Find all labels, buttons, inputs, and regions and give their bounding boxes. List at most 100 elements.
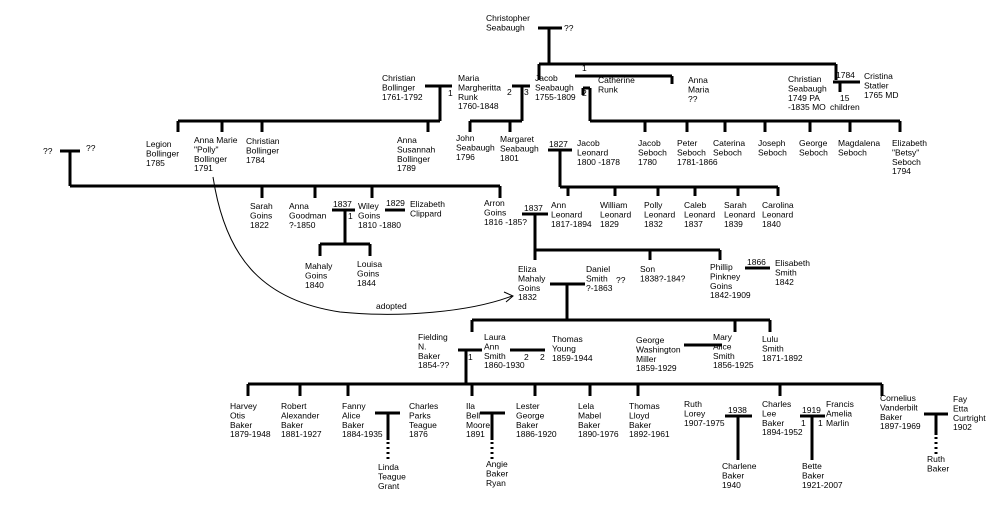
person-label-line: Bollinger [397,154,430,164]
person-label-line: Seabaugh [500,143,539,153]
person-label-line: 1800 -1878 [577,157,620,167]
person-label-line: 1780 [638,157,657,167]
person-label-line: Seboch [799,147,828,157]
person-label-line: Polly [644,200,663,210]
person-label-line: 1844 [357,278,376,288]
person-label-line: ?? [688,94,698,104]
person-label-line: Teague [409,420,437,430]
person-label-line: Smith [586,273,608,283]
person-label-line: Curtright [953,413,986,423]
person-label-line: 1837 [684,219,703,229]
person-label-line: Teague [378,471,406,481]
person-label-line: 1871-1892 [762,353,803,363]
person-label-line: Pinkney [710,271,741,281]
person-label-line: Francis [826,399,854,409]
person-label-line: Goins [358,210,380,220]
person-label-line: Vanderbilt [880,402,918,412]
person-label-line: Ryan [486,478,506,488]
person-label-line: Thomas [629,401,660,411]
person-label-line: Lester [516,401,540,411]
person-label-line: Christopher [486,13,530,23]
person-label-line: George [516,410,545,420]
person-label-line: Charlene [722,461,757,471]
person-label-line: 1791 [194,163,213,173]
person-label-line: Bollinger [382,82,415,92]
person-label-line: 1886-1920 [516,429,557,439]
children-count-label: 15 [840,93,850,103]
person-label-line: Jacob [577,138,600,148]
person-label-line: Wiley [358,201,380,211]
person-label-line: Mahaly [518,273,546,283]
person-label-line: 1816 -185? [484,217,527,227]
person-label-line: ?? [616,275,626,285]
person-label-line: Etta [953,403,968,413]
person-label-line: 1859-1944 [552,353,593,363]
person-label-line: Bollinger [146,148,179,158]
person-daniel-spouse: ?? [616,275,626,285]
person-label-line: Caterina [713,138,745,148]
person-label-line: Ruth [684,399,702,409]
person-label-line: Laura [484,332,506,342]
person-label-line: Goins [484,207,506,217]
person-label-line: Baker [802,470,824,480]
marriage-year-label: 1837 [524,203,543,213]
person-label-line: Anna Marie [194,135,238,145]
person-label-line: Fielding [418,332,448,342]
person-label-line: Christian [246,136,280,146]
person-label-line: Parks [409,410,431,420]
person-label-line: Caleb [684,200,706,210]
person-label-line: Lela [578,401,594,411]
person-label-line: Charles [409,401,438,411]
person-label-line: Goins [250,210,272,220]
person-label-line: Lee [762,408,776,418]
person-label-line: 1765 MD [864,90,899,100]
person-label-line: Runk [598,84,619,94]
marriage-order-label: 1 [818,418,823,428]
person-label-line: Angie [486,459,508,469]
person-label-line: Seboch [758,147,787,157]
person-label-line: Leonard [644,209,675,219]
person-label-line: Ila [466,401,475,411]
person-label-line: Margheritta [458,82,501,92]
person-label-line: Smith [484,351,506,361]
person-label-line: Margaret [500,134,535,144]
marriage-order-label: 2 [507,87,512,97]
person-label-line: Harvey [230,401,258,411]
connector-lines [60,26,948,462]
person-label-line: Lulu [762,334,778,344]
person-label-line: -1835 MO [788,102,826,112]
person-label-line: 1838?-184? [640,273,686,283]
person-label-line: Goins [518,283,540,293]
person-label-line: 1832 [644,219,663,229]
person-label-line: Moore [466,420,490,430]
person-label-line: Peter [677,138,697,148]
person-label-line: 1801 [500,153,519,163]
person-label-line: Maria [458,73,480,83]
person-unknown-mother: ?? [86,143,96,153]
person-label-line: 1940 [722,480,741,490]
person-label-line: 1761-1792 [382,92,423,102]
